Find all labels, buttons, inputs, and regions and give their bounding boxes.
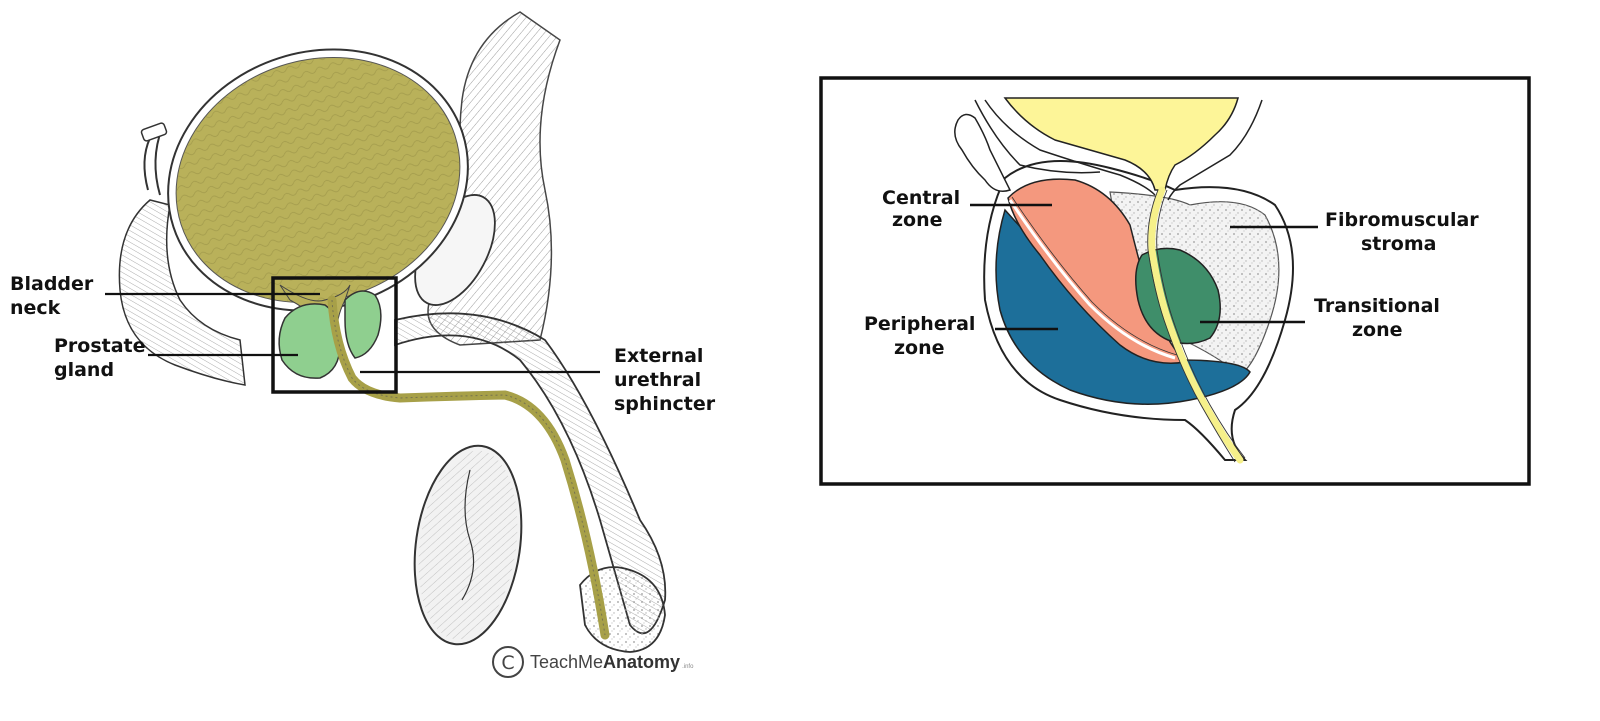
inset-urethra — [1148, 186, 1244, 464]
ejaculatory-duct — [1008, 199, 1176, 360]
label-fibromuscular-stroma: Fibromuscular stroma — [1325, 209, 1485, 255]
label-peripheral-zone: Peripheral zone — [864, 313, 982, 359]
testis-vessel — [461, 469, 475, 601]
watermark: C TeachMeAnatomy.info — [492, 646, 694, 678]
copyright-symbol: C — [501, 652, 514, 674]
prostate-zones-inset: Central zone Peripheral zone Fibromuscul… — [819, 76, 1531, 486]
prostate-lobe-posterior — [278, 303, 341, 379]
label-external-urethral-sphincter: External urethral sphincter — [614, 345, 716, 415]
sagittal-pelvis-drawing: Bladder neck Prostate gland External ure… — [10, 11, 716, 678]
label-bladder-neck: Bladder neck — [10, 273, 100, 319]
label-prostate-gland: Prostate gland — [54, 335, 152, 381]
inset-bladder-wall — [984, 99, 1263, 201]
inset-urethra-edge — [1147, 189, 1246, 463]
central-zone — [1007, 178, 1187, 364]
watermark-text: TeachMeAnatomy.info — [530, 652, 694, 672]
seminal-vesicle — [954, 113, 1012, 192]
prostate-lobe-anterior — [344, 290, 382, 359]
label-central-zone: Central zone — [882, 187, 967, 231]
bladder-texture — [176, 57, 460, 303]
rectum-tissue — [118, 199, 246, 386]
ejaculatory-duct-outline — [1011, 196, 1178, 356]
inset-bladder-base — [1003, 97, 1239, 191]
inset-highlight-box — [271, 276, 398, 394]
seminal-vesicle-wall — [974, 99, 1101, 174]
ureter-end — [140, 122, 168, 142]
label-transitional-zone: Transitional zone — [1314, 295, 1447, 341]
testis-texture — [418, 450, 518, 640]
anterior-abdominal-wall — [427, 11, 561, 346]
urethra-outline — [331, 299, 606, 636]
copyright-icon — [492, 646, 524, 678]
